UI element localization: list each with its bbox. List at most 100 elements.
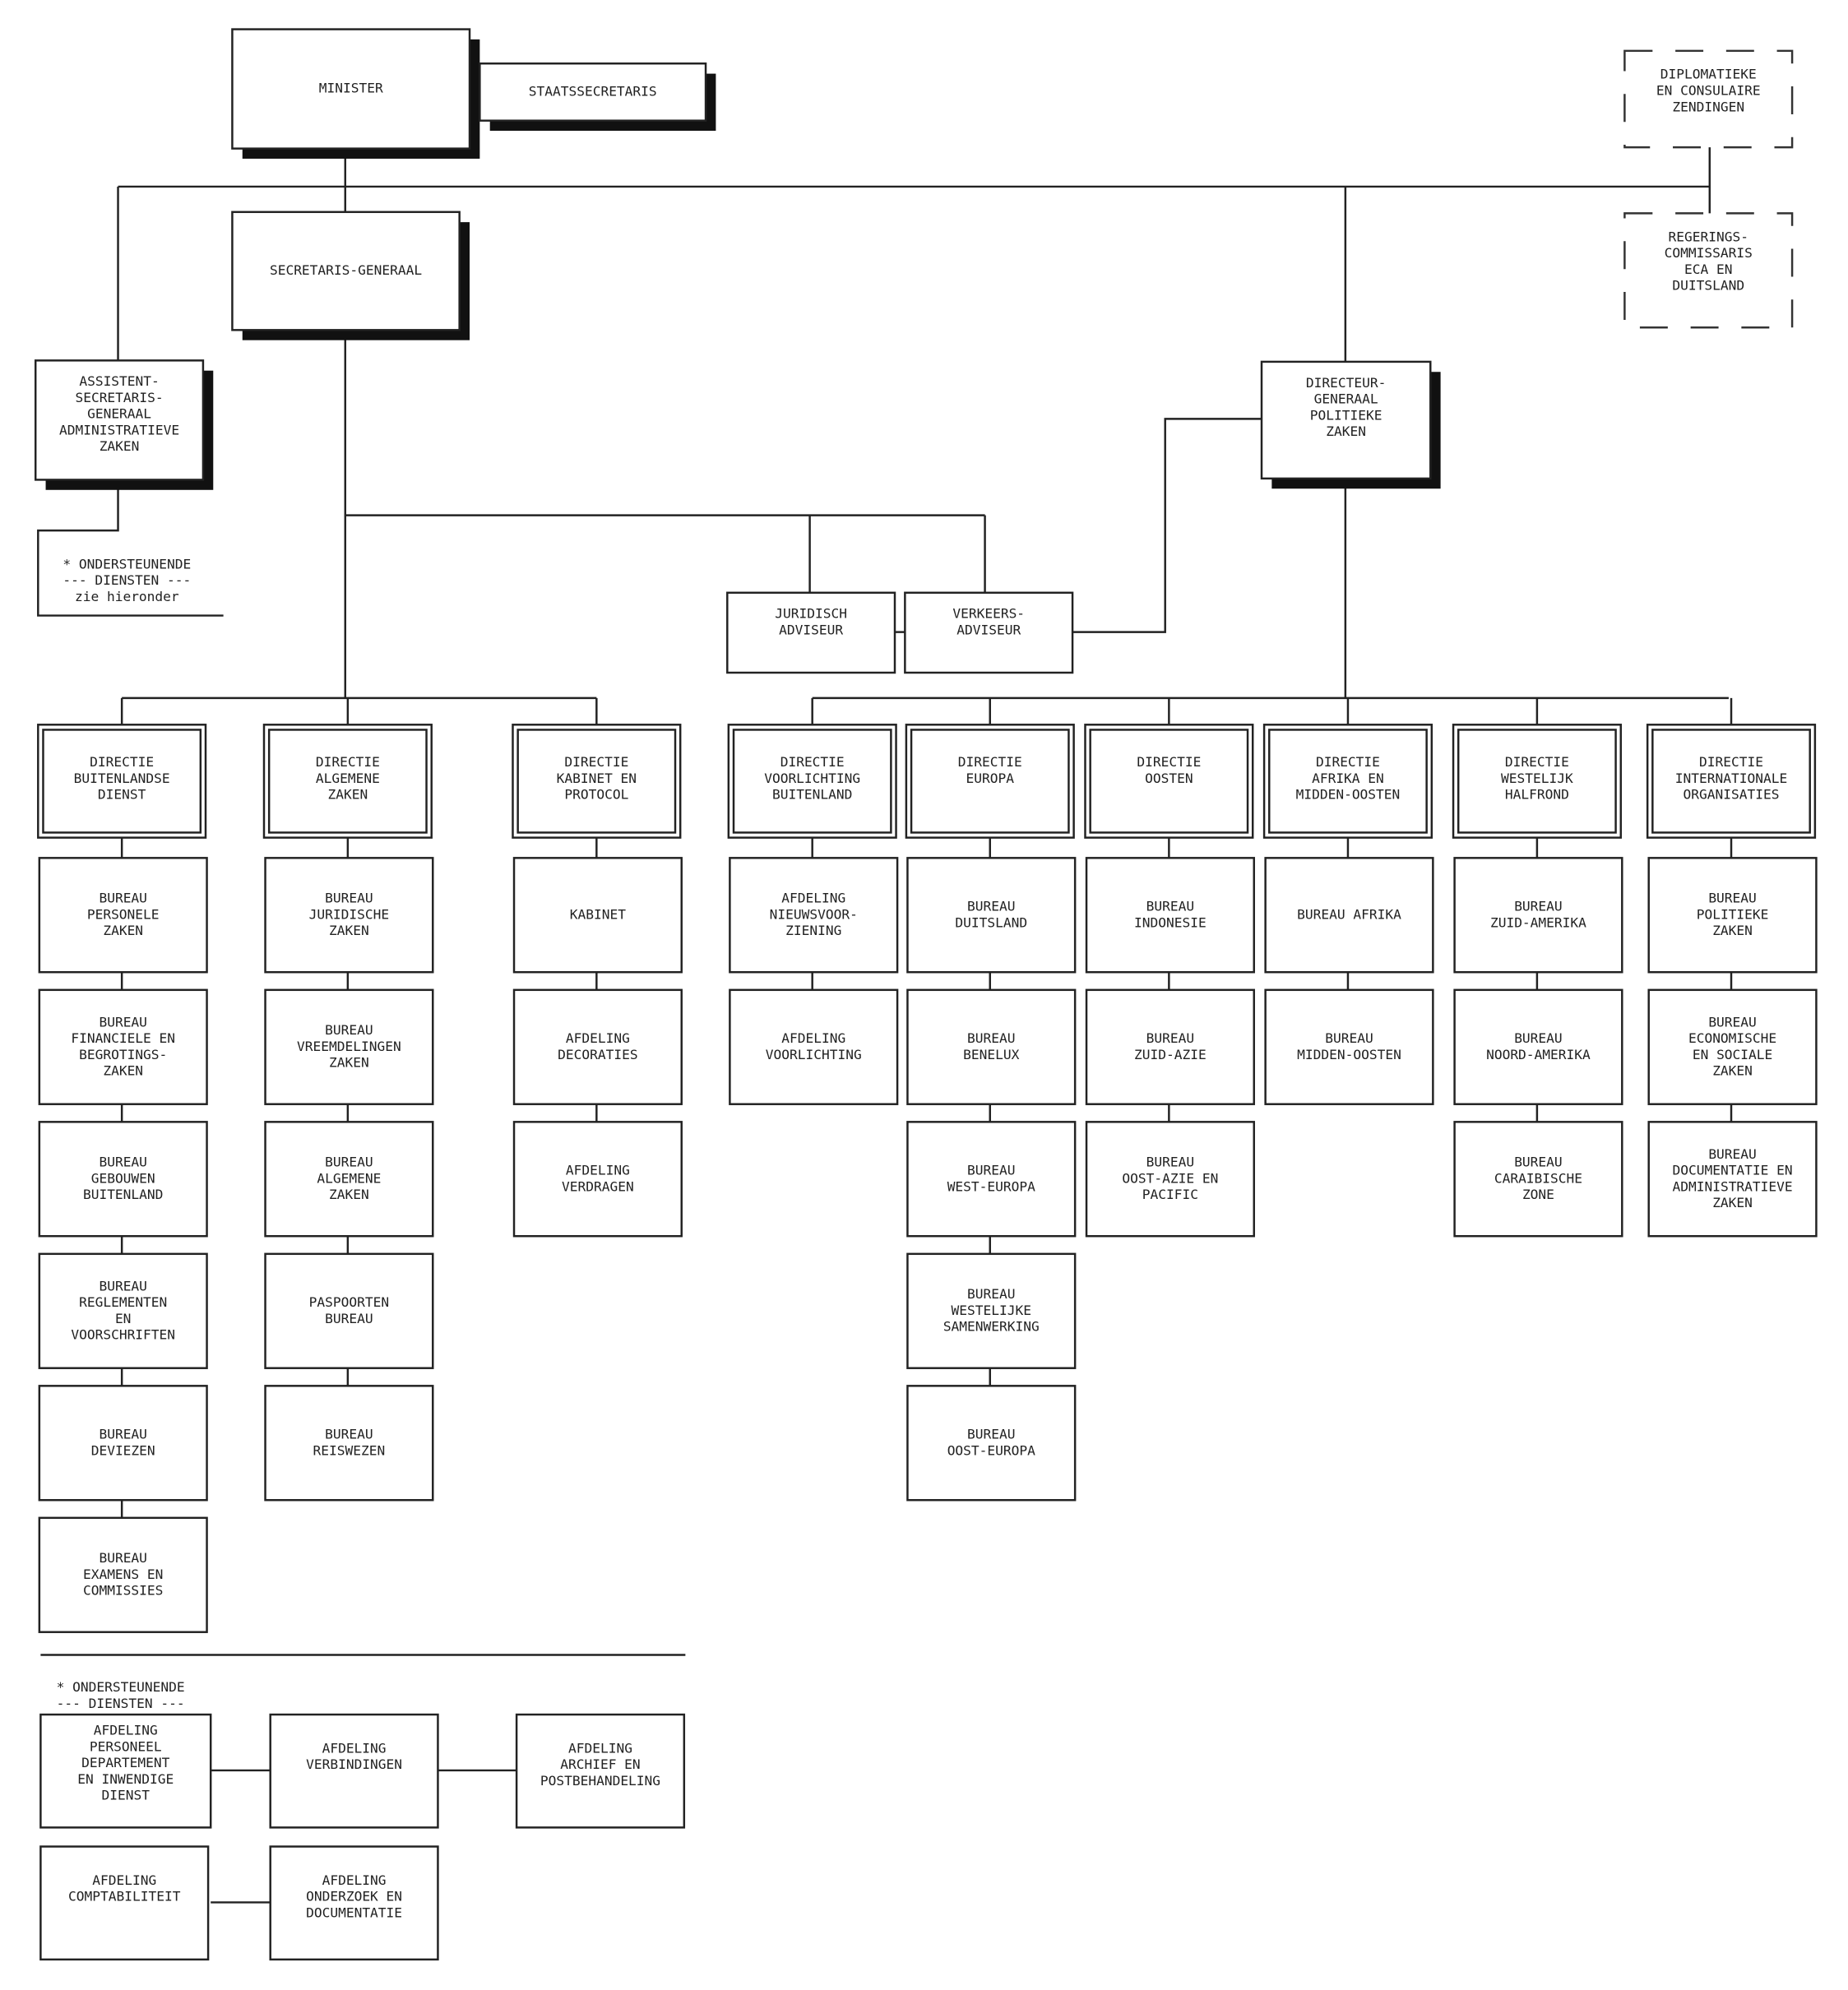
- verkeers-adviseur-box[interactable]: VERKEERS-ADVISEUR: [904, 591, 1074, 674]
- label-line: BENELUX: [963, 1047, 1019, 1062]
- label-line: BUREAU: [99, 1155, 146, 1170]
- label-line: BUREAU: [967, 1286, 1015, 1302]
- inner-border: [267, 729, 428, 834]
- label-line: POLITIEKE: [1697, 906, 1769, 922]
- label-line: BUREAU: [99, 1550, 146, 1566]
- box-border: [269, 1713, 439, 1829]
- label-line: JURIDISCHE: [309, 906, 389, 922]
- secretaris-generaal-box-label: SECRETARIS-GENERAAL: [270, 262, 422, 278]
- box-border: [38, 1252, 208, 1369]
- box-border: [1264, 857, 1434, 974]
- box-border: [264, 1252, 434, 1369]
- label-line: ZAKEN: [103, 923, 143, 938]
- box-border: [264, 1121, 434, 1238]
- minister-box[interactable]: MINISTER: [231, 28, 480, 159]
- label-line: DIRECTIE: [1316, 754, 1380, 770]
- label-line: BUREAU: [325, 891, 373, 906]
- label-line: COMMISSARIS: [1665, 245, 1753, 261]
- note-ondersteunende-diensten: * ONDERSTEUNENDE--- DIENSTEN ---zie hier…: [63, 556, 191, 604]
- bureau-box[interactable]: KABINET: [512, 857, 683, 974]
- label-line: BUREAU: [325, 1155, 373, 1170]
- label-line: REISWEZEN: [313, 1442, 386, 1458]
- label-line: DIRECTIE: [90, 754, 154, 770]
- label-line: BUREAU: [967, 1427, 1015, 1442]
- label-line: DIRECTIE: [958, 754, 1022, 770]
- label-line: DIENST: [98, 787, 146, 803]
- label-line: ZENDINGEN: [1672, 99, 1744, 114]
- connector-line: [1072, 418, 1262, 633]
- label-line: AFDELING: [566, 1163, 630, 1178]
- label-line: ZAKEN: [1712, 1063, 1753, 1079]
- label-line: ZIENING: [785, 923, 841, 938]
- staatssecretaris-box[interactable]: STAATSSECRETARIS: [479, 62, 716, 132]
- label-line: CARAIBISCHE: [1494, 1170, 1582, 1186]
- bureau-box[interactable]: BUREAU AFRIKA: [1264, 857, 1434, 974]
- box-border: [1647, 857, 1818, 974]
- label-line: VOORLICHTING: [764, 771, 860, 786]
- secretaris-generaal-box[interactable]: SECRETARIS-GENERAAL: [231, 211, 470, 340]
- inner-border: [732, 729, 892, 834]
- box-border: [38, 1385, 208, 1502]
- note-bracket: [37, 479, 224, 617]
- label-line: INDONESIE: [1134, 914, 1207, 930]
- box-border: [512, 857, 683, 974]
- label-line: DIRECTIE: [564, 754, 628, 770]
- label-line: BUITENLANDSE: [74, 771, 170, 786]
